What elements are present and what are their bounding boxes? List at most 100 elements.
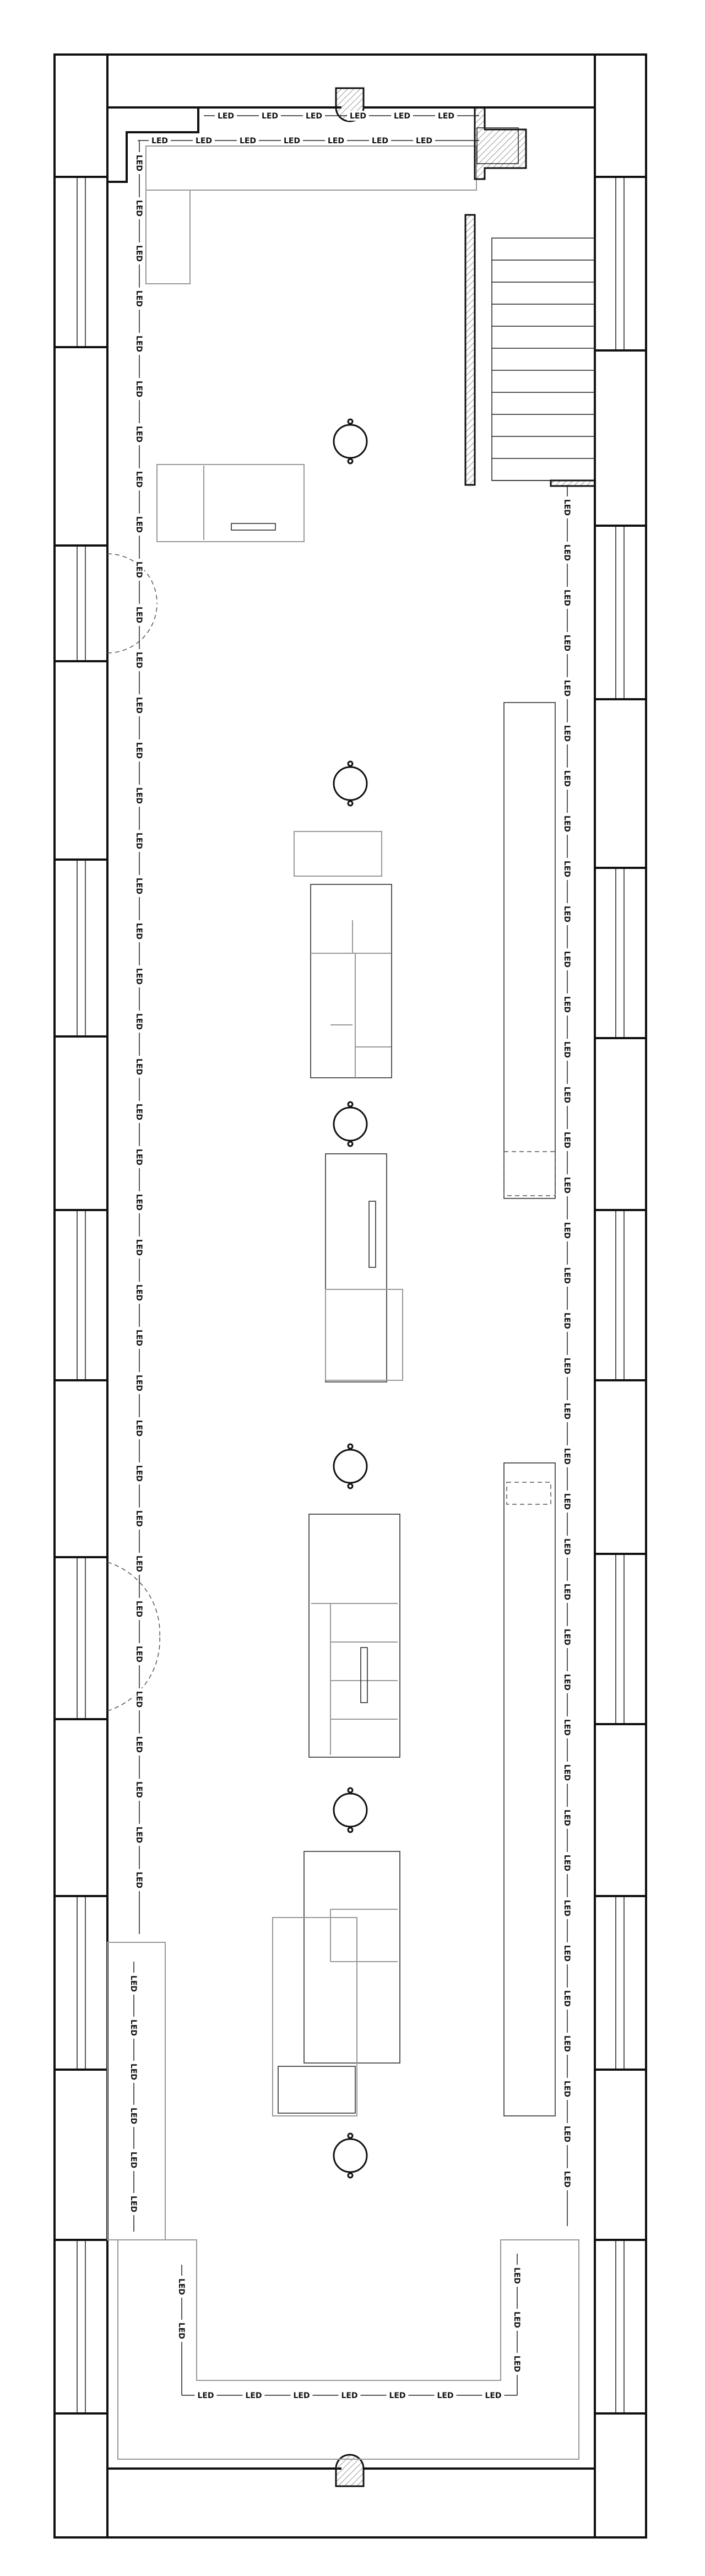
led-label-bg — [134, 1191, 144, 1213]
island-table-1-top — [294, 831, 382, 877]
column — [333, 1449, 368, 1484]
led-label: LED — [245, 2391, 262, 2400]
led-label: LED — [134, 1013, 143, 1030]
led-label: LED — [562, 1358, 571, 1374]
wall-pier — [53, 1718, 109, 1897]
led-label: LED — [562, 770, 571, 787]
stair-landing-wall — [550, 479, 596, 487]
led-label-bg — [134, 785, 144, 807]
led-label-bg — [134, 1688, 144, 1710]
island-table-2 — [325, 1153, 387, 1382]
led-label: LED — [134, 1194, 143, 1211]
led-label-bg — [134, 875, 144, 897]
led-label: LED — [129, 2152, 138, 2168]
led-label-bg — [512, 2353, 522, 2375]
led-label: LED — [562, 1177, 571, 1194]
column — [333, 766, 368, 801]
bottom-niche — [335, 2454, 365, 2487]
led-label: LED — [134, 1556, 143, 1572]
led-label: LED — [437, 2391, 453, 2400]
led-label-bg — [149, 136, 171, 145]
led-label: LED — [562, 1313, 571, 1329]
column-marker — [347, 458, 354, 465]
column-marker — [347, 1483, 354, 1489]
led-label-bg — [562, 1039, 572, 1061]
led-label-bg — [562, 1942, 572, 1964]
led-label: LED — [562, 1132, 571, 1148]
led-label-bg — [562, 1174, 572, 1196]
led-label: LED — [562, 861, 571, 877]
bottom-u-display — [117, 2239, 579, 2460]
led-label: LED — [372, 137, 388, 145]
led-label: LED — [293, 2391, 310, 2400]
led-label: LED — [134, 1781, 143, 1798]
led-label: LED — [129, 2064, 138, 2080]
led-label: LED — [134, 1646, 143, 1662]
led-label: LED — [129, 1975, 138, 1992]
led-label: LED — [562, 1403, 571, 1419]
wall-pier — [594, 2412, 647, 2539]
wall-pier — [594, 349, 647, 527]
led-label-bg — [134, 1417, 144, 1439]
led-label-bg — [562, 1807, 572, 1829]
wall-pier — [594, 53, 647, 178]
led-label: LED — [240, 137, 256, 145]
led-label: LED — [306, 112, 322, 121]
led-label: LED — [512, 2312, 521, 2328]
led-label-bg — [562, 1355, 572, 1377]
led-label-bg — [562, 1400, 572, 1422]
led-label: LED — [129, 2019, 138, 2036]
right-wall-counter-2 — [503, 1462, 556, 2116]
island-table-1 — [310, 884, 392, 1078]
led-label-bg — [134, 197, 144, 219]
led-label-bg — [193, 136, 215, 145]
led-label-bg — [134, 1598, 144, 1620]
led-label-bg — [303, 111, 325, 121]
elevator-shaft — [474, 106, 527, 180]
led-label-bg — [562, 903, 572, 925]
led-label-bg — [134, 1056, 144, 1078]
led-label: LED — [134, 787, 143, 804]
column-marker — [347, 1827, 354, 1833]
entrance-door-1[interactable] — [107, 553, 158, 654]
led-label: LED — [134, 1510, 143, 1527]
island-table-3 — [308, 1514, 400, 1758]
led-label-bg — [562, 1445, 572, 1467]
led-label-bg — [562, 2033, 572, 2055]
led-label: LED — [562, 1493, 571, 1510]
stair-treads — [492, 260, 595, 481]
led-label-bg — [134, 559, 144, 581]
led-label-bg — [134, 1146, 144, 1168]
led-label-bg — [435, 111, 457, 121]
led-label: LED — [134, 1149, 143, 1165]
led-label: LED — [389, 2391, 405, 2400]
corner-counter — [107, 106, 199, 183]
led-label-bg — [134, 1101, 144, 1123]
led-label-bg — [562, 1897, 572, 1919]
led-label: LED — [134, 1872, 143, 1888]
led-label: LED — [562, 1900, 571, 1916]
led-label: LED — [134, 1104, 143, 1120]
led-label-bg — [134, 830, 144, 852]
led-label-bg — [129, 2105, 139, 2127]
column — [333, 2138, 368, 2173]
led-label: LED — [562, 1719, 571, 1736]
entrance-door-2[interactable] — [107, 1562, 160, 1711]
column — [333, 1106, 368, 1142]
led-label-bg — [129, 2193, 139, 2215]
led-label-bg — [562, 1988, 572, 2010]
led-label-bg — [512, 2265, 522, 2287]
stairs — [491, 237, 595, 481]
led-label-bg — [259, 111, 281, 121]
led-label: LED — [485, 2391, 501, 2400]
led-label-bg — [562, 1265, 572, 1287]
led-fixtures: LED LED LED LED LED LED LED LED LED LED LED LED LED L… — [129, 111, 572, 2400]
led-label-bg — [134, 514, 144, 536]
site-boundary — [53, 53, 647, 2539]
led-label: LED — [562, 816, 571, 832]
led-label: LED — [562, 1855, 571, 1871]
led-label-bg — [391, 111, 413, 121]
led-label: LED — [177, 2278, 186, 2295]
led-label: LED — [134, 1330, 143, 1346]
led-label: LED — [562, 1584, 571, 1600]
